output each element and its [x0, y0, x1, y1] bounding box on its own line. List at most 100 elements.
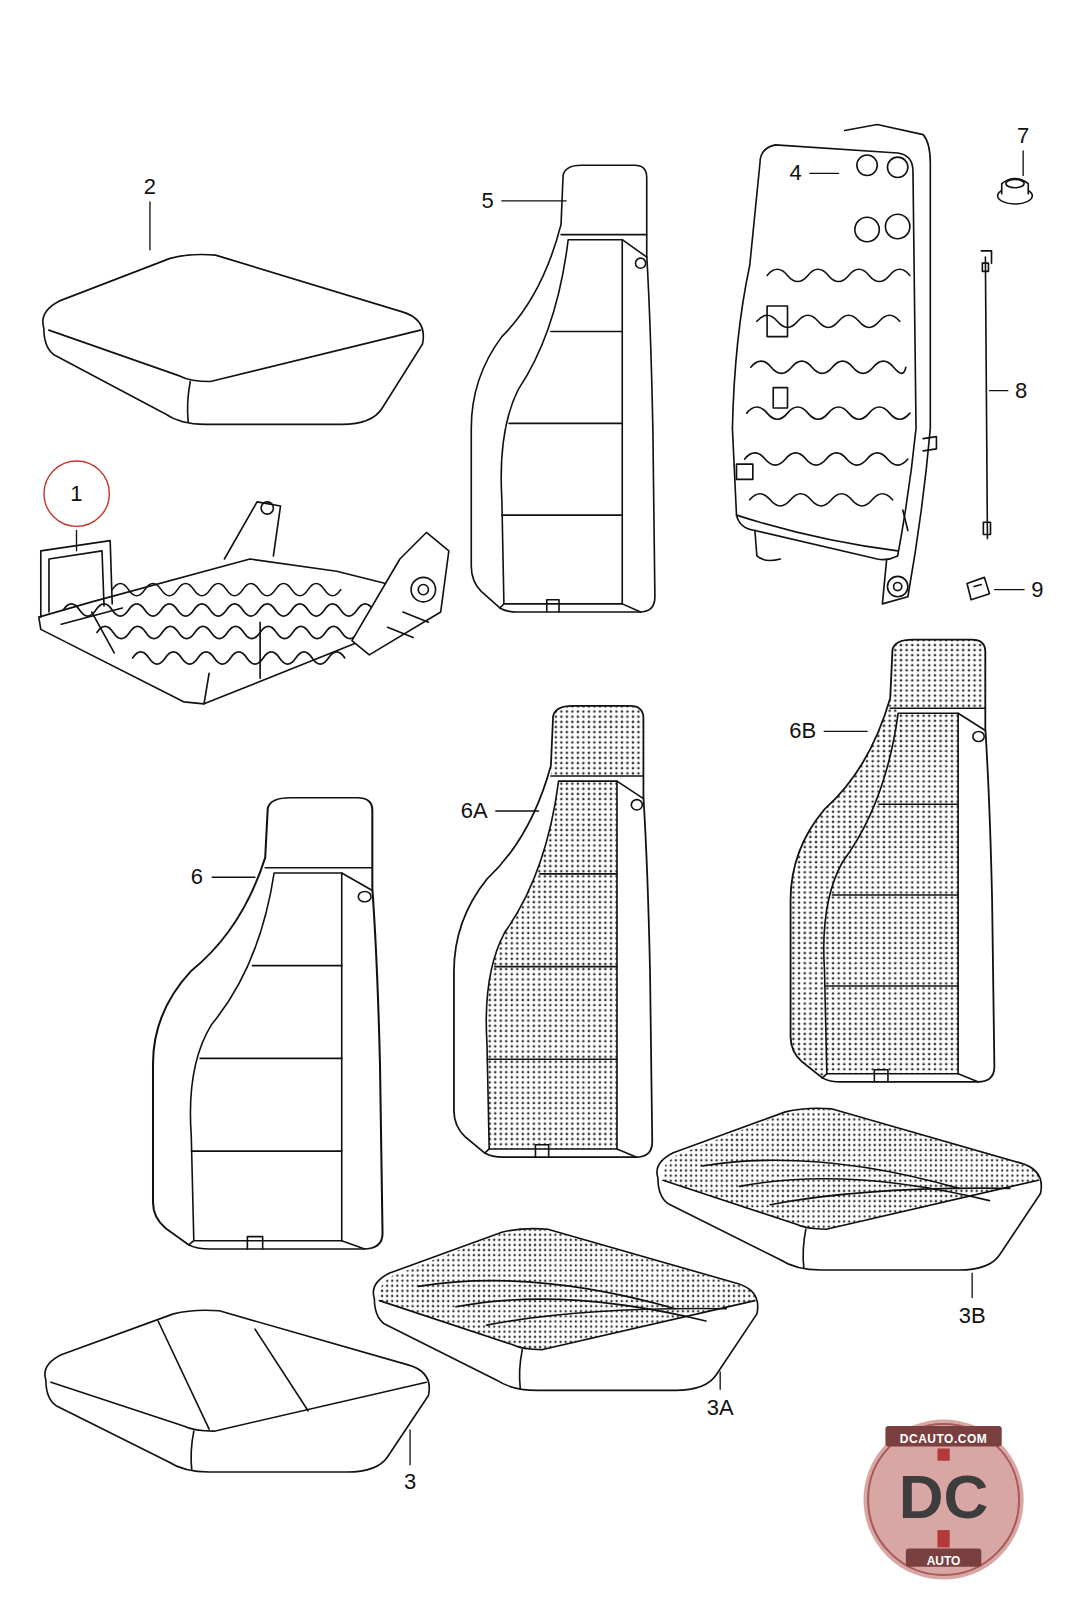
seat-cushion-cover-patterned [373, 1229, 757, 1391]
callout-number: 7 [1017, 123, 1029, 148]
backrest-cover-patterned [454, 706, 652, 1157]
backrest-frame [885, 214, 909, 238]
seat-frame [388, 612, 429, 638]
seat-cushion-cover [45, 1310, 429, 1472]
backrest-cover [153, 798, 383, 1249]
backrest-frame [732, 145, 916, 560]
callout-number: 3 [404, 1469, 416, 1494]
backrest-cover [153, 798, 383, 1249]
seat-frame [39, 502, 449, 704]
callout-circle: 1 [43, 460, 110, 527]
backrest-frame [736, 515, 897, 560]
backrest-frame [767, 269, 910, 281]
callout-number: 3B [959, 1303, 986, 1328]
leader-line [720, 1372, 721, 1389]
seat-cushion-cover-patterned [662, 1109, 1039, 1229]
leader-line [989, 390, 1007, 391]
backrest-cover-patterned [454, 706, 652, 1157]
seat-frame [97, 626, 391, 638]
callout-number: 2 [144, 174, 156, 199]
seat-frame [261, 502, 273, 514]
callout-number: 3A [707, 1397, 734, 1419]
leader-line [1022, 151, 1023, 175]
leader-line [77, 151, 1025, 1465]
backrest-padding [471, 165, 655, 612]
leader-line [212, 877, 255, 878]
backrest-cover-patterned [454, 706, 652, 1157]
seat-frame [63, 604, 373, 616]
callout-number: 3B [959, 1305, 986, 1327]
watermark-badge [906, 1548, 981, 1566]
callout-number: 6A [461, 798, 488, 823]
seat-cushion-cover [45, 1310, 429, 1472]
watermark-badge [937, 1449, 949, 1461]
watermark-logo: DC [899, 1466, 989, 1528]
callout-number: 6A [461, 800, 488, 822]
watermark-text: AUTO [927, 1554, 961, 1568]
backrest-padding [471, 165, 655, 612]
exploded-view [39, 124, 1042, 1581]
watermark-badge [862, 1418, 1025, 1581]
callout-number: 3A [707, 1395, 734, 1420]
callout-number: 7 [1017, 125, 1029, 147]
callout-number: 9 [1031, 577, 1043, 602]
seat-frame [224, 502, 280, 559]
leader-line [149, 202, 150, 250]
watermark-badge [862, 1418, 1025, 1581]
leader-line [810, 173, 839, 174]
backrest-frame [887, 157, 907, 177]
leader-line [995, 589, 1025, 590]
seat-cushion-cover-patterned [657, 1108, 1041, 1270]
backrest-frame [751, 361, 906, 373]
callout-number: 5 [481, 190, 493, 212]
seat-frame [61, 608, 260, 704]
watermark-text: AUTO [927, 1547, 961, 1569]
seat-cushion-cover-patterned [657, 1108, 1041, 1270]
backrest-frame [894, 582, 902, 590]
watermark-badge [885, 1426, 1001, 1446]
seat-frame [418, 585, 428, 595]
callout-number: 6B [789, 720, 816, 742]
callout-number: 4 [790, 162, 802, 184]
backrest-frame [887, 576, 907, 596]
watermark-badge [868, 1424, 1019, 1575]
backrest-cover-patterned [791, 640, 995, 1082]
seat-frame [352, 532, 449, 654]
backrest-cover-patterned [824, 713, 958, 1074]
callout-number: 5 [481, 188, 493, 213]
leader-line [824, 731, 867, 732]
circle-outline [44, 461, 109, 526]
hardware-parts [1006, 180, 1024, 188]
leader-line [76, 530, 77, 550]
backrest-frame [750, 494, 893, 506]
callout-number: 4 [790, 160, 802, 185]
watermark-text: DCAUTO.COM [900, 1432, 987, 1446]
callout-number: 6B [789, 718, 816, 743]
seat-cushion [43, 255, 424, 425]
seat-cushion [43, 255, 424, 425]
hardware-parts [974, 585, 981, 587]
backrest-padding [471, 165, 655, 612]
seat-cushion-cover [45, 1310, 429, 1472]
callout-number: 2 [144, 176, 156, 198]
backrest-frame [903, 437, 937, 531]
callout-number: 1 [70, 483, 82, 505]
seat-cushion-cover-patterned [378, 1229, 755, 1349]
backrest-cover-patterned [791, 640, 995, 1082]
callout-number: 8 [1015, 378, 1027, 403]
callout-number: 6 [191, 866, 203, 888]
watermark-text: DCAUTO.COM [900, 1425, 987, 1447]
backrest-frame [757, 315, 900, 327]
backrest-cover-patterned [791, 698, 899, 1078]
backrest-frame [736, 464, 752, 479]
backrest-cover-patterned [486, 781, 617, 1149]
leader-line [409, 1430, 410, 1465]
backrest-cover [153, 798, 383, 1249]
backrest-frame [855, 217, 879, 241]
backrest-frame [857, 155, 877, 175]
watermark-badge [937, 1530, 949, 1547]
watermark-logo: DC [899, 1462, 989, 1531]
hardware-parts [1002, 179, 1029, 194]
leader-line [502, 200, 566, 201]
